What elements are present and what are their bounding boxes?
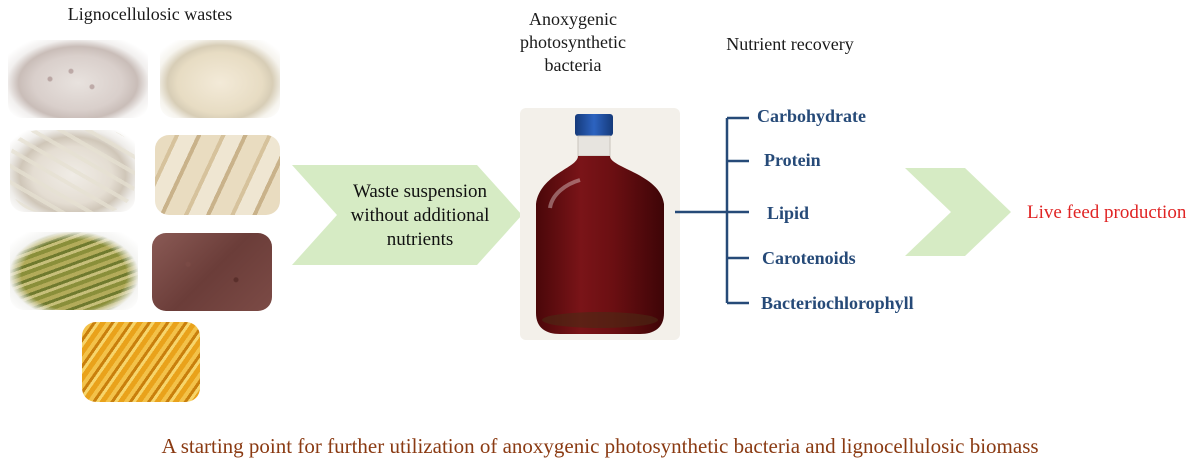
wastes-title: Lignocellulosic wastes — [67, 4, 233, 24]
waste-sample-5 — [10, 232, 138, 310]
waste-sample-4 — [155, 135, 280, 215]
figure-caption: A starting point for further utilization… — [161, 434, 1039, 458]
output-chevron — [905, 168, 1011, 256]
nutrient-bacteriochlorophyll: Bacteriochlorophyll — [761, 293, 914, 313]
culture-bottle — [520, 108, 680, 340]
process-arrow-label: Waste suspension without additional nutr… — [330, 180, 510, 252]
process-line-3: nutrients — [386, 229, 454, 250]
waste-sample-1 — [8, 40, 148, 118]
bacteria-title: Anoxygenic photosynthetic bacteria — [520, 9, 626, 75]
waste-sample-7 — [82, 322, 200, 402]
process-line-1: Waste suspension — [352, 181, 488, 202]
recovery-title: Nutrient recovery — [726, 34, 854, 54]
waste-sample-6 — [152, 233, 272, 311]
process-line-2: without additional — [350, 205, 490, 226]
nutrient-carotenoids: Carotenoids — [762, 248, 856, 268]
process-arrow — [292, 165, 522, 265]
nutrient-carbohydrate: Carbohydrate — [757, 106, 866, 126]
nutrient-protein: Protein — [764, 150, 821, 170]
waste-sample-2 — [160, 40, 280, 118]
nutrient-lipid: Lipid — [767, 203, 810, 223]
output-label: Live feed production — [1027, 202, 1187, 223]
nutrient-bracket — [675, 116, 749, 305]
waste-sample-3 — [10, 130, 135, 212]
